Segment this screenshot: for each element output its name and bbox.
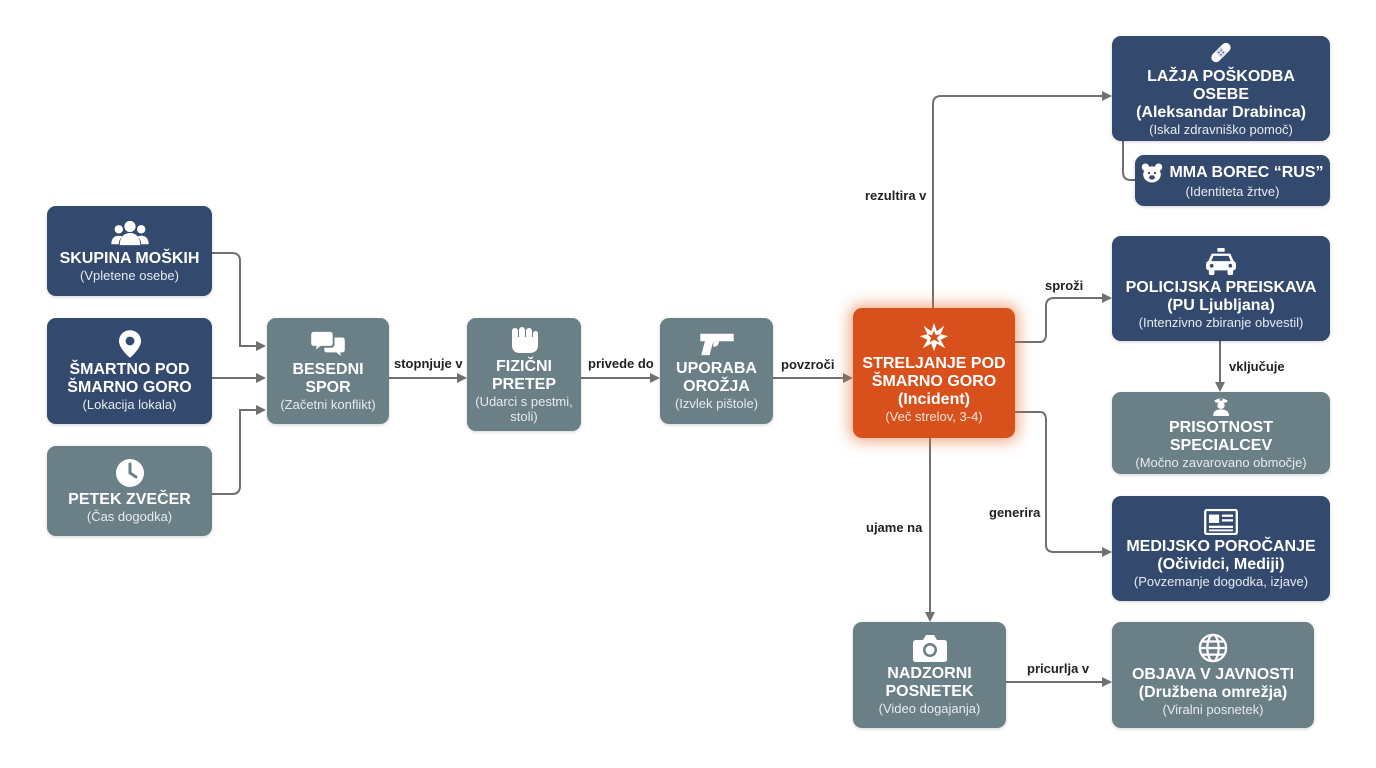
node-objava-v-javnosti: OBJAVA V JAVNOSTI (Družbena omrežja) (Vi… bbox=[1112, 622, 1314, 728]
node-subtitle-line1: (Udarci s pestmi, bbox=[475, 394, 573, 409]
node-title: MMA BOREC “RUS” bbox=[1169, 164, 1324, 181]
node-title: SKUPINA MOŠKIH bbox=[59, 250, 200, 267]
node-subtitle: (Iskal zdravniško pomoč) bbox=[1149, 122, 1293, 137]
node-title-line1: FIZIČNI bbox=[496, 358, 552, 375]
node-policijska-preiskava: POLICIJSKA PREISKAVA (PU Ljubljana) (Int… bbox=[1112, 236, 1330, 341]
users-icon bbox=[110, 220, 149, 246]
node-fizicni-pretep: FIZIČNI PRETEP (Udarci s pestmi, stoli) bbox=[467, 318, 581, 431]
node-title-line2: POSNETEK bbox=[885, 683, 974, 700]
node-subtitle: (Vpletene osebe) bbox=[79, 268, 179, 283]
edge-label-generira: generira bbox=[989, 505, 1041, 520]
node-cas: PETEK ZVEČER (Čas dogodka) bbox=[47, 446, 212, 536]
edge-label-privede: privede do bbox=[588, 356, 654, 371]
edge-skupina-spor bbox=[212, 252, 266, 351]
node-title-line1: OBJAVA V JAVNOSTI bbox=[1131, 666, 1295, 683]
node-skupina-moskih: SKUPINA MOŠKIH (Vpletene osebe) bbox=[47, 206, 212, 296]
node-title-line2: OROŽJA bbox=[683, 378, 750, 395]
edge-poskodba-borec bbox=[1122, 141, 1135, 181]
speech-bubbles-icon bbox=[311, 331, 345, 357]
node-title-line1: NADZORNI bbox=[887, 665, 972, 682]
node-title-line2: (Aleksandar Drabinca) bbox=[1136, 104, 1306, 121]
node-besedni-spor: BESEDNI SPOR (Začetni konflikt) bbox=[267, 318, 389, 424]
clock-icon bbox=[115, 459, 144, 487]
node-lazja-poskodba: LAŽJA POŠKODBA OSEBE (Aleksandar Drabinc… bbox=[1112, 36, 1330, 141]
node-subtitle: (Identiteta žrtve) bbox=[1185, 184, 1280, 199]
node-title-line2: ŠMARNO GORO bbox=[67, 379, 192, 396]
node-subtitle: (Začetni konflikt) bbox=[280, 397, 376, 412]
edge-label-vkljucuje: vključuje bbox=[1229, 359, 1285, 374]
node-title-line1: MEDIJSKO POROČANJE bbox=[1126, 537, 1316, 555]
node-title-line1: ŠMARTNO POD bbox=[69, 361, 190, 378]
node-subtitle: (Močno zavarovano območje) bbox=[1135, 455, 1307, 470]
node-nadzorni-posnetek: NADZORNI POSNETEK (Video dogajanja) bbox=[853, 622, 1006, 728]
node-title-line1: LAŽJA POŠKODBA OSEBE bbox=[1147, 68, 1295, 103]
node-subtitle-line2: stoli) bbox=[510, 409, 538, 424]
edge-label-sprozi: sproži bbox=[1045, 278, 1084, 293]
edge-cas-spor bbox=[212, 405, 266, 495]
node-medijsko-porocanje: MEDIJSKO POROČANJE (Očividci, Mediji) (P… bbox=[1112, 496, 1330, 601]
node-mma-borec: MMA BOREC “RUS” (Identiteta žrtve) bbox=[1135, 155, 1330, 206]
node-subtitle: (Viralni posnetek) bbox=[1162, 702, 1264, 717]
node-title-line2: (Družbena omrežja) bbox=[1138, 684, 1288, 701]
police-car-icon bbox=[1206, 247, 1236, 275]
node-subtitle: (Intenzivno zbiranje obvestil) bbox=[1138, 314, 1304, 330]
node-title-line2: (Očividci, Mediji) bbox=[1157, 555, 1285, 573]
globe-icon bbox=[1198, 633, 1228, 663]
map-pin-icon bbox=[118, 330, 141, 358]
edge-label-rezultira: rezultira v bbox=[865, 188, 927, 203]
bear-icon bbox=[1142, 163, 1163, 183]
bandage-icon bbox=[1211, 42, 1231, 63]
node-prisotnost-specialcev: PRISOTNOST SPECIALCEV (Močno zavarovano … bbox=[1112, 392, 1330, 474]
node-uporaba-orozja: UPORABA OROŽJA (Izvlek pištole) bbox=[660, 318, 773, 424]
node-title-line2: (PU Ljubljana) bbox=[1167, 296, 1275, 314]
node-title-line1: UPORABA bbox=[676, 360, 757, 377]
edge-label-povzroci: povzroči bbox=[781, 357, 835, 372]
fist-icon bbox=[512, 327, 538, 353]
node-title-line2: SPOR bbox=[305, 379, 351, 396]
node-subtitle: (Čas dogodka) bbox=[86, 509, 173, 524]
edge-streljanje-mediji bbox=[1015, 411, 1112, 557]
node-title-line1: STRELJANJE POD bbox=[862, 355, 1006, 372]
node-title-line1: POLICIJSKA PREISKAVA bbox=[1125, 278, 1317, 296]
node-title: PETEK ZVEČER bbox=[68, 491, 191, 508]
node-title-line1: BESEDNI bbox=[292, 361, 364, 378]
node-title-row: MMA BOREC “RUS” bbox=[1141, 162, 1324, 184]
node-subtitle: (Povzemanje dogodka, izjave) bbox=[1133, 573, 1309, 589]
node-subtitle: (Video dogajanja) bbox=[878, 701, 981, 716]
newspaper-icon bbox=[1204, 508, 1238, 535]
edge-label-ujame: ujame na bbox=[866, 520, 923, 535]
node-subtitle: (Izvlek pištole) bbox=[674, 396, 759, 411]
node-lokacija: ŠMARTNO POD ŠMARNO GORO (Lokacija lokala… bbox=[47, 318, 212, 424]
node-title: PRISOTNOST SPECIALCEV bbox=[1168, 419, 1273, 454]
node-title-line2: ŠMARNO GORO bbox=[871, 373, 997, 390]
pistol-icon bbox=[699, 333, 734, 356]
node-subtitle: (Več strelov, 3-4) bbox=[885, 409, 983, 424]
node-streljanje: STRELJANJE POD ŠMARNO GORO (Incident) (V… bbox=[853, 308, 1015, 438]
edge-streljanje-policija bbox=[1015, 293, 1112, 343]
node-subtitle: (Lokacija lokala) bbox=[82, 397, 177, 412]
edge-label-pricurlja: pricurlja v bbox=[1027, 661, 1090, 676]
node-title-line3: (Incident) bbox=[898, 391, 970, 408]
camera-icon bbox=[912, 635, 947, 662]
node-title-line2: PRETEP bbox=[491, 376, 556, 393]
edge-label-stopnjuje: stopnjuje v bbox=[394, 356, 463, 371]
explosion-icon bbox=[919, 322, 949, 352]
edge-streljanje-poskodba bbox=[932, 91, 1112, 308]
police-officer-icon bbox=[1213, 398, 1229, 416]
